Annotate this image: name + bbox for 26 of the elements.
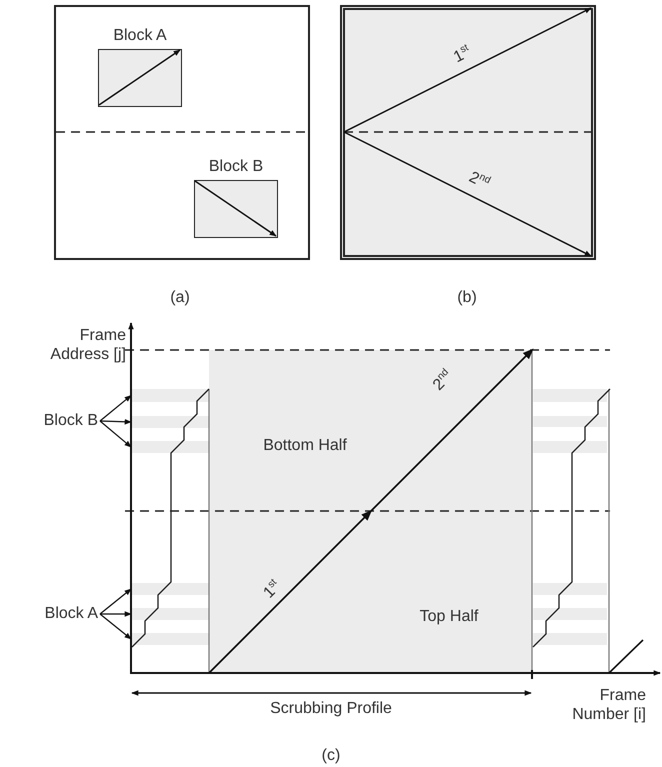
- dimension-label: Scrubbing Profile: [270, 699, 392, 719]
- address-band: [132, 583, 209, 595]
- address-band: [132, 389, 209, 402]
- leader-arrow: [100, 588, 132, 614]
- panel-caption: (a): [170, 288, 190, 308]
- block-label: Block B: [208, 157, 264, 176]
- block-label: Block A: [20, 603, 98, 625]
- leader-arrow: [100, 419, 132, 425]
- leader-arrow: [100, 614, 132, 640]
- memory-frame: [54, 5, 310, 260]
- panel-caption: (c): [322, 746, 340, 766]
- memory-frame: [340, 5, 596, 260]
- address-band: [132, 608, 209, 620]
- leader-arrow: [100, 611, 132, 617]
- region-label: Bottom Half: [263, 436, 347, 456]
- region-label: Top Half: [420, 607, 478, 627]
- axis-label: Frame Number [i]: [571, 686, 646, 724]
- address-band: [132, 416, 209, 428]
- axis-label: Frame Address [j]: [49, 326, 126, 364]
- address-band: [132, 441, 209, 453]
- block-label: Block B: [20, 410, 98, 432]
- leader-arrow: [100, 420, 132, 448]
- block-label: Block A: [112, 26, 168, 46]
- leader-arrow: [100, 395, 132, 422]
- address-band: [132, 633, 209, 645]
- panel-caption: (b): [457, 288, 477, 308]
